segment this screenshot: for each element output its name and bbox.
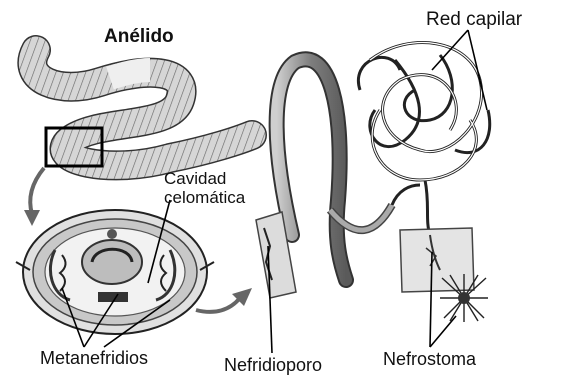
label-red-capilar: Red capilar [426, 9, 522, 31]
label-nefridioporo: Nefridioporo [224, 355, 322, 376]
worm-cross-section [16, 210, 214, 334]
label-cavidad-line2: celomática [164, 188, 245, 208]
nephrostome-section [400, 228, 488, 322]
diagram-title: Anélido [104, 26, 174, 48]
curved-arrow-down [30, 168, 44, 214]
curved-arrow-right [196, 298, 240, 312]
arrow-head-down [24, 210, 40, 226]
earthworm [32, 50, 252, 165]
label-cavidad-line1: Cavidad [164, 169, 226, 189]
label-nefrostoma: Nefrostoma [383, 349, 476, 370]
label-metanefridios: Metanefridios [40, 348, 148, 369]
